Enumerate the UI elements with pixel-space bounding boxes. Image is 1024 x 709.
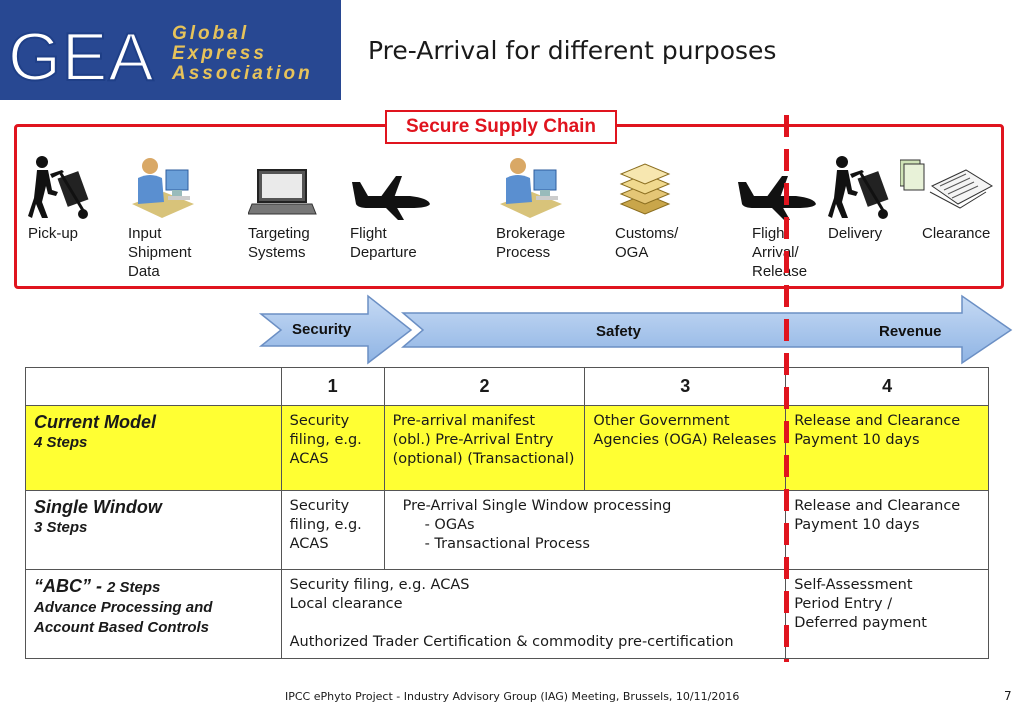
current-step1-cell: Security filing, e.g. ACAS [280, 405, 385, 491]
row-title: “ABC” - 2 Steps [34, 576, 273, 598]
step-targeting-systems: Targeting Systems [248, 150, 318, 262]
abc-step4-cell: Self-Assessment Period Entry / Deferred … [785, 569, 989, 659]
gea-logo: GEA Global Express Association [0, 0, 341, 100]
row-label-cell: Single Window 3 Steps [25, 490, 282, 570]
logo-line3: Association [171, 63, 313, 84]
current-step4-cell: Release and Clearance Payment 10 days [785, 405, 989, 491]
table-header-row: 1 2 3 4 [25, 367, 989, 406]
abc-step4-line: Self-Assessment [794, 577, 913, 593]
step-pickup: Pick-up [28, 150, 98, 243]
step-flight-departure: Flight Departure [350, 150, 432, 262]
model-comparison-table: 1 2 3 4 Current Model 4 Steps Security f… [25, 367, 989, 659]
row-label-cell: “ABC” - 2 Steps Advance Processing and A… [25, 569, 282, 659]
step-customs-oga: Customs/ OGA [615, 150, 678, 262]
single-step1-cell: Security filing, e.g. ACAS [280, 490, 385, 570]
laptop-icon [248, 150, 318, 222]
page-number: 7 [1004, 689, 1012, 703]
step-label: Brokerage Process [496, 225, 566, 261]
computer-user-icon [128, 150, 198, 222]
single-window-item: - Transactional Process [424, 536, 590, 552]
logo-line1: Global [172, 23, 249, 44]
current-step3-cell: Other Government Agencies (OGA) Releases [584, 405, 787, 491]
row-label-cell: Current Model 4 Steps [25, 405, 282, 491]
handtruck-worker-icon [28, 150, 98, 222]
header-cell-4: 4 [785, 367, 989, 406]
step-clearance: Clearance [900, 150, 996, 243]
row-abc: “ABC” - 2 Steps Advance Processing and A… [25, 569, 989, 659]
header-cell-empty [25, 367, 282, 406]
row-single-window: Single Window 3 Steps Security filing, e… [25, 490, 989, 570]
abc-line: Authorized Trader Certification & commod… [289, 634, 734, 650]
abc-step4-line: Deferred payment [794, 615, 927, 631]
single-step23-cell: Pre-Arrival Single Window processing - O… [383, 490, 787, 570]
current-step2-cell: Pre-arrival manifest (obl.) Pre-Arrival … [383, 405, 586, 491]
abc-title-suffix: 2 Steps [107, 579, 161, 596]
airplane-icon [350, 150, 432, 222]
abc-step4-line: Period Entry / [794, 596, 893, 612]
row-subtitle: Advance Processing and [34, 599, 213, 616]
abc-title: “ABC” - [34, 576, 107, 596]
row-title: Single Window [34, 497, 162, 517]
step-label: Clearance [922, 225, 991, 242]
step-delivery: Delivery [828, 150, 898, 243]
row-subtitle: 3 Steps [34, 519, 88, 536]
header-cell-3: 3 [584, 367, 787, 406]
step-label: Delivery [828, 225, 883, 242]
step-label: Pick-up [28, 225, 79, 242]
step-label: Targeting Systems [248, 225, 310, 261]
step-input-shipment-data: Input Shipment Data [128, 150, 198, 281]
row-title: Current Model [34, 412, 157, 432]
footer-text: IPCC ePhyto Project - Industry Advisory … [285, 690, 740, 703]
header-cell-2: 2 [383, 367, 586, 406]
supply-chain-label: Secure Supply Chain [385, 110, 617, 144]
row-subtitle: 4 Steps [34, 434, 88, 451]
logo-line2: Express [172, 43, 267, 64]
step-label: Customs/ OGA [615, 225, 679, 261]
abc-step123-cell: Security filing, e.g. ACAS Local clearan… [280, 569, 787, 659]
step-label: Flight Departure [350, 225, 417, 261]
logo-abbr: GEA [8, 19, 155, 95]
single-window-main: Pre-Arrival Single Window processing [402, 498, 672, 514]
red-dashed-divider [784, 115, 789, 662]
safety-revenue-arrow [400, 294, 1013, 365]
airplane-icon [736, 150, 818, 222]
handtruck-worker-icon [828, 150, 898, 222]
abc-line: Security filing, e.g. ACAS [289, 577, 470, 593]
document-stack-icon [615, 150, 678, 222]
step-label: Input Shipment Data [128, 225, 192, 280]
header-cell-1: 1 [280, 367, 385, 406]
security-arrow [258, 294, 413, 365]
arrow-label-safety: Safety [596, 323, 642, 340]
computer-user-icon [496, 150, 566, 222]
single-window-item: - OGAs [424, 517, 475, 533]
single-step4-cell: Release and Clearance Payment 10 days [785, 490, 989, 570]
documents-icon [900, 150, 996, 222]
abc-line: Local clearance [289, 596, 403, 612]
row-subtitle: Account Based Controls [34, 619, 210, 636]
arrow-label-revenue: Revenue [879, 323, 942, 340]
step-brokerage-process: Brokerage Process [496, 150, 566, 262]
row-current-model: Current Model 4 Steps Security filing, e… [25, 405, 989, 491]
arrow-label-security: Security [292, 321, 352, 338]
page-title: Pre-Arrival for different purposes [368, 36, 777, 65]
